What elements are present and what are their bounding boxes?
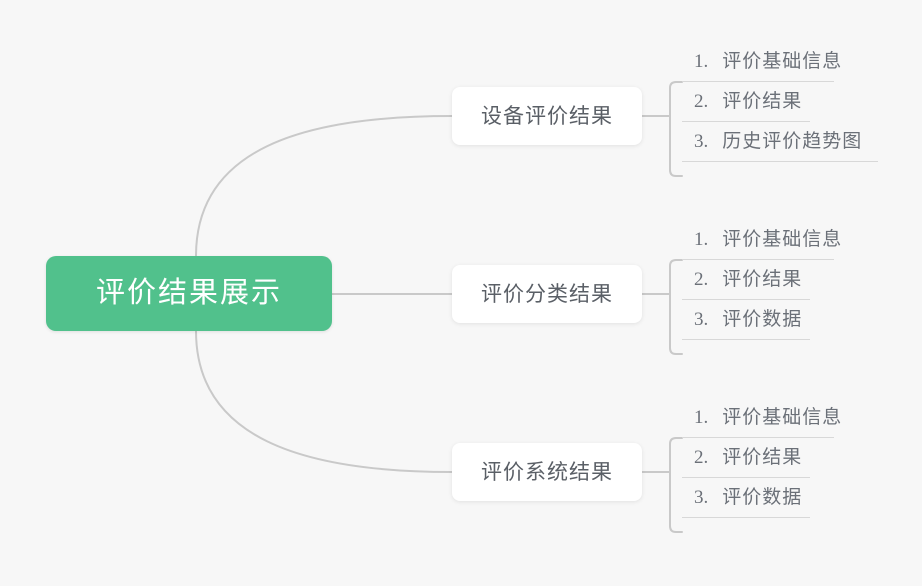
leaf-item-label: 评价基础信息 bbox=[722, 229, 843, 250]
leaf-item-number: 2. bbox=[694, 269, 709, 290]
leaf-item[interactable]: 3. 评价数据 bbox=[682, 300, 810, 340]
leaf-item-number: 1. bbox=[694, 229, 709, 250]
leaf-item-number: 1. bbox=[694, 407, 709, 428]
branch-node-0[interactable]: 设备评价结果 bbox=[452, 87, 642, 145]
root-node-label: 评价结果展示 bbox=[95, 277, 282, 309]
branch-node-1[interactable]: 评价分类结果 bbox=[452, 265, 642, 323]
leaf-item-label: 评价结果 bbox=[722, 447, 803, 468]
leaf-item[interactable]: 3. 历史评价趋势图 bbox=[682, 122, 878, 162]
leaf-item-label: 评价数据 bbox=[722, 487, 803, 508]
leaf-item-label: 历史评价趋势图 bbox=[722, 131, 863, 152]
leaf-item-number: 1. bbox=[694, 51, 709, 72]
branch-node-label: 设备评价结果 bbox=[481, 103, 613, 128]
leaf-item[interactable]: 3. 评价数据 bbox=[682, 478, 810, 518]
leaf-item-label: 评价结果 bbox=[722, 91, 803, 112]
branch-node-2[interactable]: 评价系统结果 bbox=[452, 443, 642, 501]
connector-root-to-branch-2 bbox=[195, 330, 453, 473]
leaf-item-label: 评价基础信息 bbox=[722, 51, 843, 72]
leaf-item[interactable]: 2. 评价结果 bbox=[682, 82, 810, 122]
root-node[interactable]: 评价结果展示 bbox=[46, 256, 332, 331]
leaf-item-number: 2. bbox=[694, 447, 709, 468]
leaf-group-1: 1. 评价基础信息 2. 评价结果 3. 评价数据 bbox=[682, 220, 841, 340]
bracket-group-2 bbox=[669, 437, 683, 533]
branch-node-label: 评价系统结果 bbox=[481, 459, 613, 484]
leaf-group-0: 1. 评价基础信息 2. 评价结果 3. 历史评价趋势图 bbox=[682, 42, 878, 162]
leaf-item-label: 评价数据 bbox=[722, 309, 803, 330]
leaf-item[interactable]: 1. 评价基础信息 bbox=[682, 42, 841, 82]
branch-node-label: 评价分类结果 bbox=[481, 281, 613, 306]
connector-root-to-branch-0 bbox=[195, 115, 453, 257]
leaf-item[interactable]: 2. 评价结果 bbox=[682, 438, 810, 478]
leaf-item-number: 2. bbox=[694, 91, 709, 112]
leaf-item[interactable]: 1. 评价基础信息 bbox=[682, 398, 841, 438]
leaf-item[interactable]: 1. 评价基础信息 bbox=[682, 220, 841, 260]
leaf-item[interactable]: 2. 评价结果 bbox=[682, 260, 810, 300]
bracket-group-1 bbox=[669, 259, 683, 355]
leaf-group-2: 1. 评价基础信息 2. 评价结果 3. 评价数据 bbox=[682, 398, 841, 518]
leaf-item-label: 评价结果 bbox=[722, 269, 803, 290]
bracket-group-0 bbox=[669, 81, 683, 177]
leaf-item-number: 3. bbox=[694, 487, 709, 508]
leaf-item-number: 3. bbox=[694, 309, 709, 330]
leaf-item-label: 评价基础信息 bbox=[722, 407, 843, 428]
leaf-item-number: 3. bbox=[694, 131, 709, 152]
